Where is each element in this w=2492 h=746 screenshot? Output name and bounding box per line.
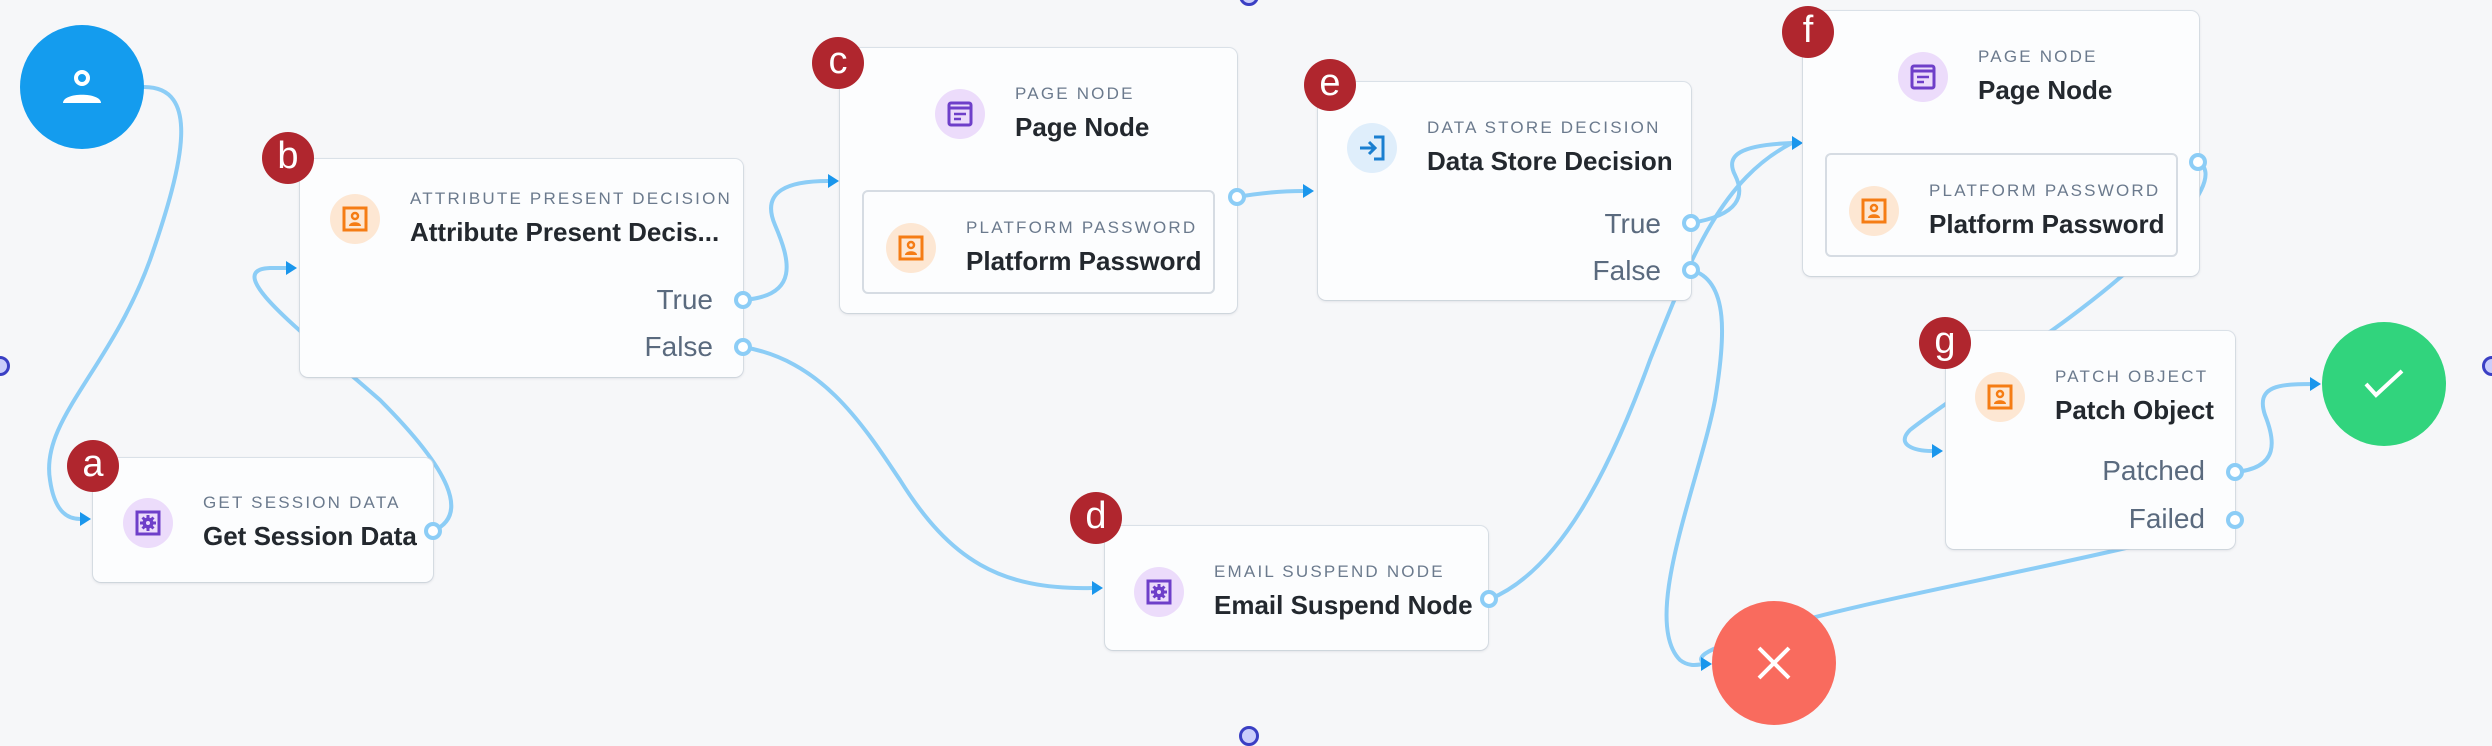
node-name: Platform Password — [966, 246, 1202, 276]
badge-d: d — [1070, 492, 1122, 544]
node-data-store-decision[interactable]: DATA STORE DECISION Data Store Decision … — [1318, 82, 1691, 300]
id-card-icon — [1861, 198, 1887, 223]
output-port-false[interactable] — [1682, 261, 1700, 279]
node-email-suspend[interactable]: EMAIL SUSPEND NODE Email Suspend Node — [1105, 526, 1488, 650]
output-port-page-node-f[interactable] — [2189, 153, 2207, 171]
arrow-failure-in — [1701, 657, 1712, 671]
edge-b-false-to-d — [741, 345, 1094, 591]
node-icon-wrap — [886, 222, 936, 273]
badge-f: f — [1782, 6, 1834, 58]
node-icon-wrap — [935, 88, 985, 139]
outcome-label-true: True — [656, 284, 713, 315]
failure-node[interactable] — [1712, 601, 1836, 725]
outcome-label-false: False — [644, 331, 713, 362]
node-name: Page Node — [1978, 75, 2113, 105]
node-type-label: EMAIL SUSPEND NODE — [1214, 562, 1445, 581]
outcome-label-false: False — [1592, 255, 1661, 286]
output-port-failed[interactable] — [2226, 511, 2244, 529]
node-type-label: ATTRIBUTE PRESENT DECISION — [410, 189, 732, 208]
arrow-success-in — [2310, 377, 2321, 391]
output-port-email-suspend[interactable] — [1480, 590, 1498, 608]
node-name: Page Node — [1015, 112, 1150, 142]
node-icon-wrap — [1134, 566, 1184, 617]
edge-e-false-to-failure — [1664, 268, 1725, 667]
node-type-label: PLATFORM PASSWORD — [966, 218, 1198, 237]
output-port-page-node-c[interactable] — [1228, 188, 1246, 206]
node-icon-wrap — [1347, 122, 1397, 173]
edge-c-to-e — [1235, 189, 1305, 199]
arrow-g-in — [1932, 444, 1943, 458]
badge-c: c — [812, 37, 864, 89]
node-name: Get Session Data — [203, 521, 417, 551]
node-name: Patch Object — [2055, 395, 2214, 425]
arrow-c-in — [828, 174, 839, 188]
node-name: Data Store Decision — [1427, 146, 1673, 176]
node-page-node-c[interactable]: PAGE NODE Page Node PLATFORM PASSWORD Pl… — [840, 48, 1237, 313]
gear-icon — [135, 510, 161, 535]
node-icon-wrap — [1898, 51, 1948, 102]
person-icon — [63, 70, 101, 103]
node-type-label: GET SESSION DATA — [203, 493, 401, 512]
close-icon — [1757, 646, 1791, 680]
arrow-d-in — [1092, 581, 1103, 595]
node-icon-wrap — [1849, 185, 1899, 236]
badge-b: b — [262, 132, 314, 184]
arrow-f-in — [1792, 136, 1803, 150]
canvas-anchor-left[interactable] — [0, 356, 10, 376]
id-card-icon — [898, 235, 924, 260]
page-icon — [947, 101, 973, 126]
node-page-node-f[interactable]: PAGE NODE Page Node PLATFORM PASSWORD Pl… — [1803, 11, 2199, 276]
id-card-icon — [1987, 384, 2013, 409]
start-node[interactable] — [20, 25, 144, 149]
success-node[interactable] — [2322, 322, 2446, 446]
id-card-icon — [342, 206, 368, 231]
check-icon — [2364, 369, 2404, 398]
arrow-a-in — [80, 512, 91, 526]
page-icon — [1910, 64, 1936, 89]
child-node-platform-password[interactable]: PLATFORM PASSWORD Platform Password — [862, 190, 1215, 294]
node-icon-wrap — [330, 193, 380, 244]
outcome-label-patched: Patched — [2102, 455, 2205, 486]
node-type-label: PAGE NODE — [1015, 84, 1135, 103]
gear-icon — [1146, 579, 1172, 604]
node-icon-wrap — [123, 497, 173, 548]
edge-b-true-to-c — [741, 179, 830, 302]
login-icon — [1360, 135, 1385, 160]
badge-a: a — [67, 440, 119, 492]
output-port-get-session-data[interactable] — [424, 522, 442, 540]
node-type-label: DATA STORE DECISION — [1427, 118, 1661, 137]
edge-g-patched-to-success — [2233, 382, 2317, 474]
arrow-b-in — [286, 261, 297, 275]
node-attribute-present-decision[interactable]: ATTRIBUTE PRESENT DECISION Attribute Pre… — [300, 159, 743, 377]
outcome-label-true: True — [1604, 208, 1661, 239]
outcome-label-failed: Failed — [2128, 503, 2205, 534]
output-port-true[interactable] — [734, 291, 752, 309]
canvas-anchor-top[interactable] — [1239, 0, 1259, 6]
badge-e: e — [1304, 59, 1356, 111]
canvas-anchor-bottom[interactable] — [1239, 726, 1259, 746]
edge-e-true-to-f — [1689, 141, 1794, 225]
canvas-anchor-right[interactable] — [2482, 356, 2492, 376]
node-type-label: PATCH OBJECT — [2055, 367, 2209, 386]
node-name: Platform Password — [1929, 209, 2165, 239]
node-name: Email Suspend Node — [1214, 590, 1473, 620]
output-port-false[interactable] — [734, 338, 752, 356]
arrow-e-in — [1303, 184, 1314, 198]
node-type-label: PLATFORM PASSWORD — [1929, 181, 2161, 200]
node-name: Attribute Present Decis... — [410, 217, 720, 247]
output-port-true[interactable] — [1682, 214, 1700, 232]
child-node-platform-password[interactable]: PLATFORM PASSWORD Platform Password — [1825, 153, 2178, 257]
node-icon-wrap — [1975, 371, 2025, 422]
node-get-session-data[interactable]: GET SESSION DATA Get Session Data — [93, 458, 433, 582]
badge-g: g — [1919, 317, 1971, 369]
output-port-patched[interactable] — [2226, 463, 2244, 481]
node-patch-object[interactable]: PATCH OBJECT Patch Object Patched Failed — [1946, 331, 2235, 549]
node-type-label: PAGE NODE — [1978, 47, 2098, 66]
